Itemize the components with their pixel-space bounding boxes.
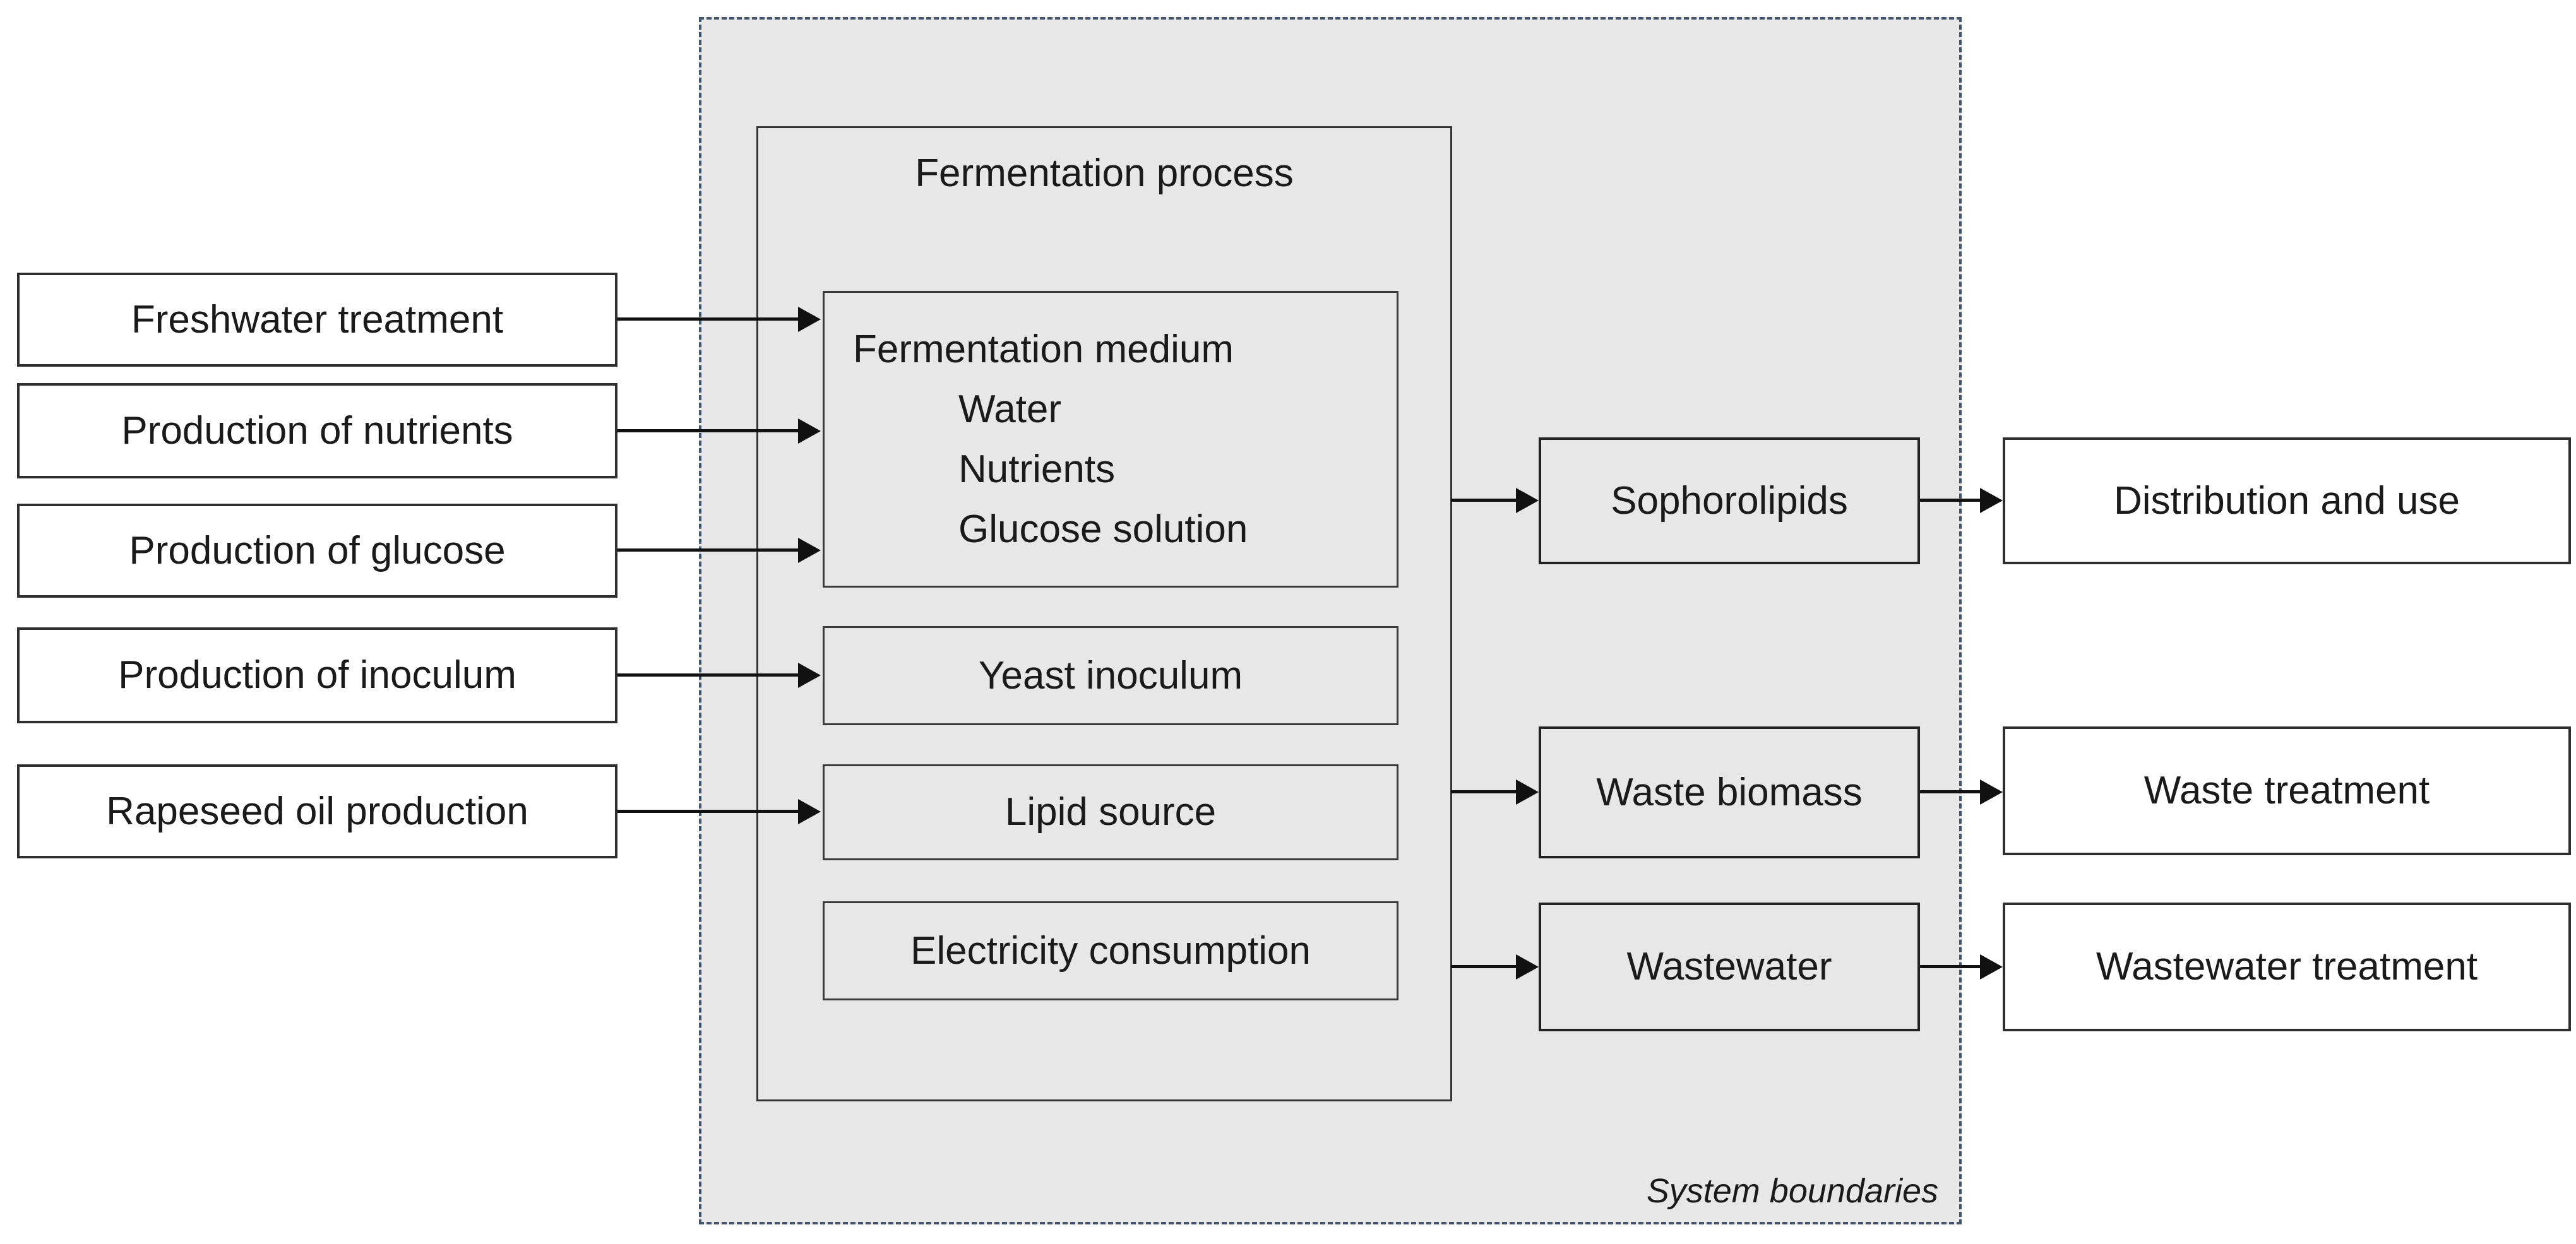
input-box-production-of-glucose: Production of glucose — [17, 504, 617, 598]
arrow-waste-biomass-to-waste-treatment — [1920, 790, 1980, 793]
lipid-source-box: Lipid source — [823, 764, 1398, 860]
destination-box-distribution-and-use: Distribution and use — [2003, 437, 2571, 564]
input-box-rapeseed-oil-production: Rapeseed oil production — [17, 764, 617, 858]
arrow-process-to-sophorolipids — [1451, 499, 1516, 502]
arrow-wastewater-to-wastewater-treatment — [1920, 965, 1980, 968]
output-box-wastewater: Wastewater — [1539, 903, 1920, 1031]
fermentation-medium-box: Fermentation medium Water Nutrients Gluc… — [823, 291, 1398, 588]
arrow-freshwater-to-fermentation-medium — [617, 317, 798, 321]
input-box-production-of-nutrients: Production of nutrients — [17, 383, 617, 478]
fermentation-medium-item-water: Water — [958, 388, 1062, 431]
fermentation-process-title: Fermentation process — [915, 151, 1294, 195]
arrow-process-to-waste-biomass — [1451, 790, 1516, 793]
output-box-waste-biomass: Waste biomass — [1539, 726, 1920, 858]
fermentation-medium-item-nutrients: Nutrients — [958, 447, 1116, 491]
destination-box-waste-treatment: Waste treatment — [2003, 726, 2571, 855]
input-box-production-of-inoculum: Production of inoculum — [17, 627, 617, 723]
output-box-sophorolipids: Sophorolipids — [1539, 437, 1920, 564]
system-boundaries-label: System boundaries — [1646, 1172, 1938, 1210]
fermentation-medium-title: Fermentation medium — [853, 328, 1234, 371]
arrow-inoculum-to-yeast-inoculum — [617, 673, 798, 677]
electricity-consumption-box: Electricity consumption — [823, 901, 1398, 1000]
fermentation-process-box: Fermentation process Fermentation medium… — [756, 126, 1452, 1101]
destination-box-wastewater-treatment: Wastewater treatment — [2003, 903, 2571, 1031]
arrow-process-to-wastewater — [1451, 965, 1516, 968]
arrow-rapeseed-oil-to-lipid-source — [617, 810, 798, 813]
fermentation-medium-item-glucose-solution: Glucose solution — [958, 507, 1248, 551]
arrow-glucose-to-fermentation-medium — [617, 548, 798, 552]
arrow-nutrients-to-fermentation-medium — [617, 429, 798, 432]
arrow-sophorolipids-to-distribution — [1920, 499, 1980, 502]
yeast-inoculum-box: Yeast inoculum — [823, 626, 1398, 725]
input-box-freshwater-treatment: Freshwater treatment — [17, 273, 617, 367]
